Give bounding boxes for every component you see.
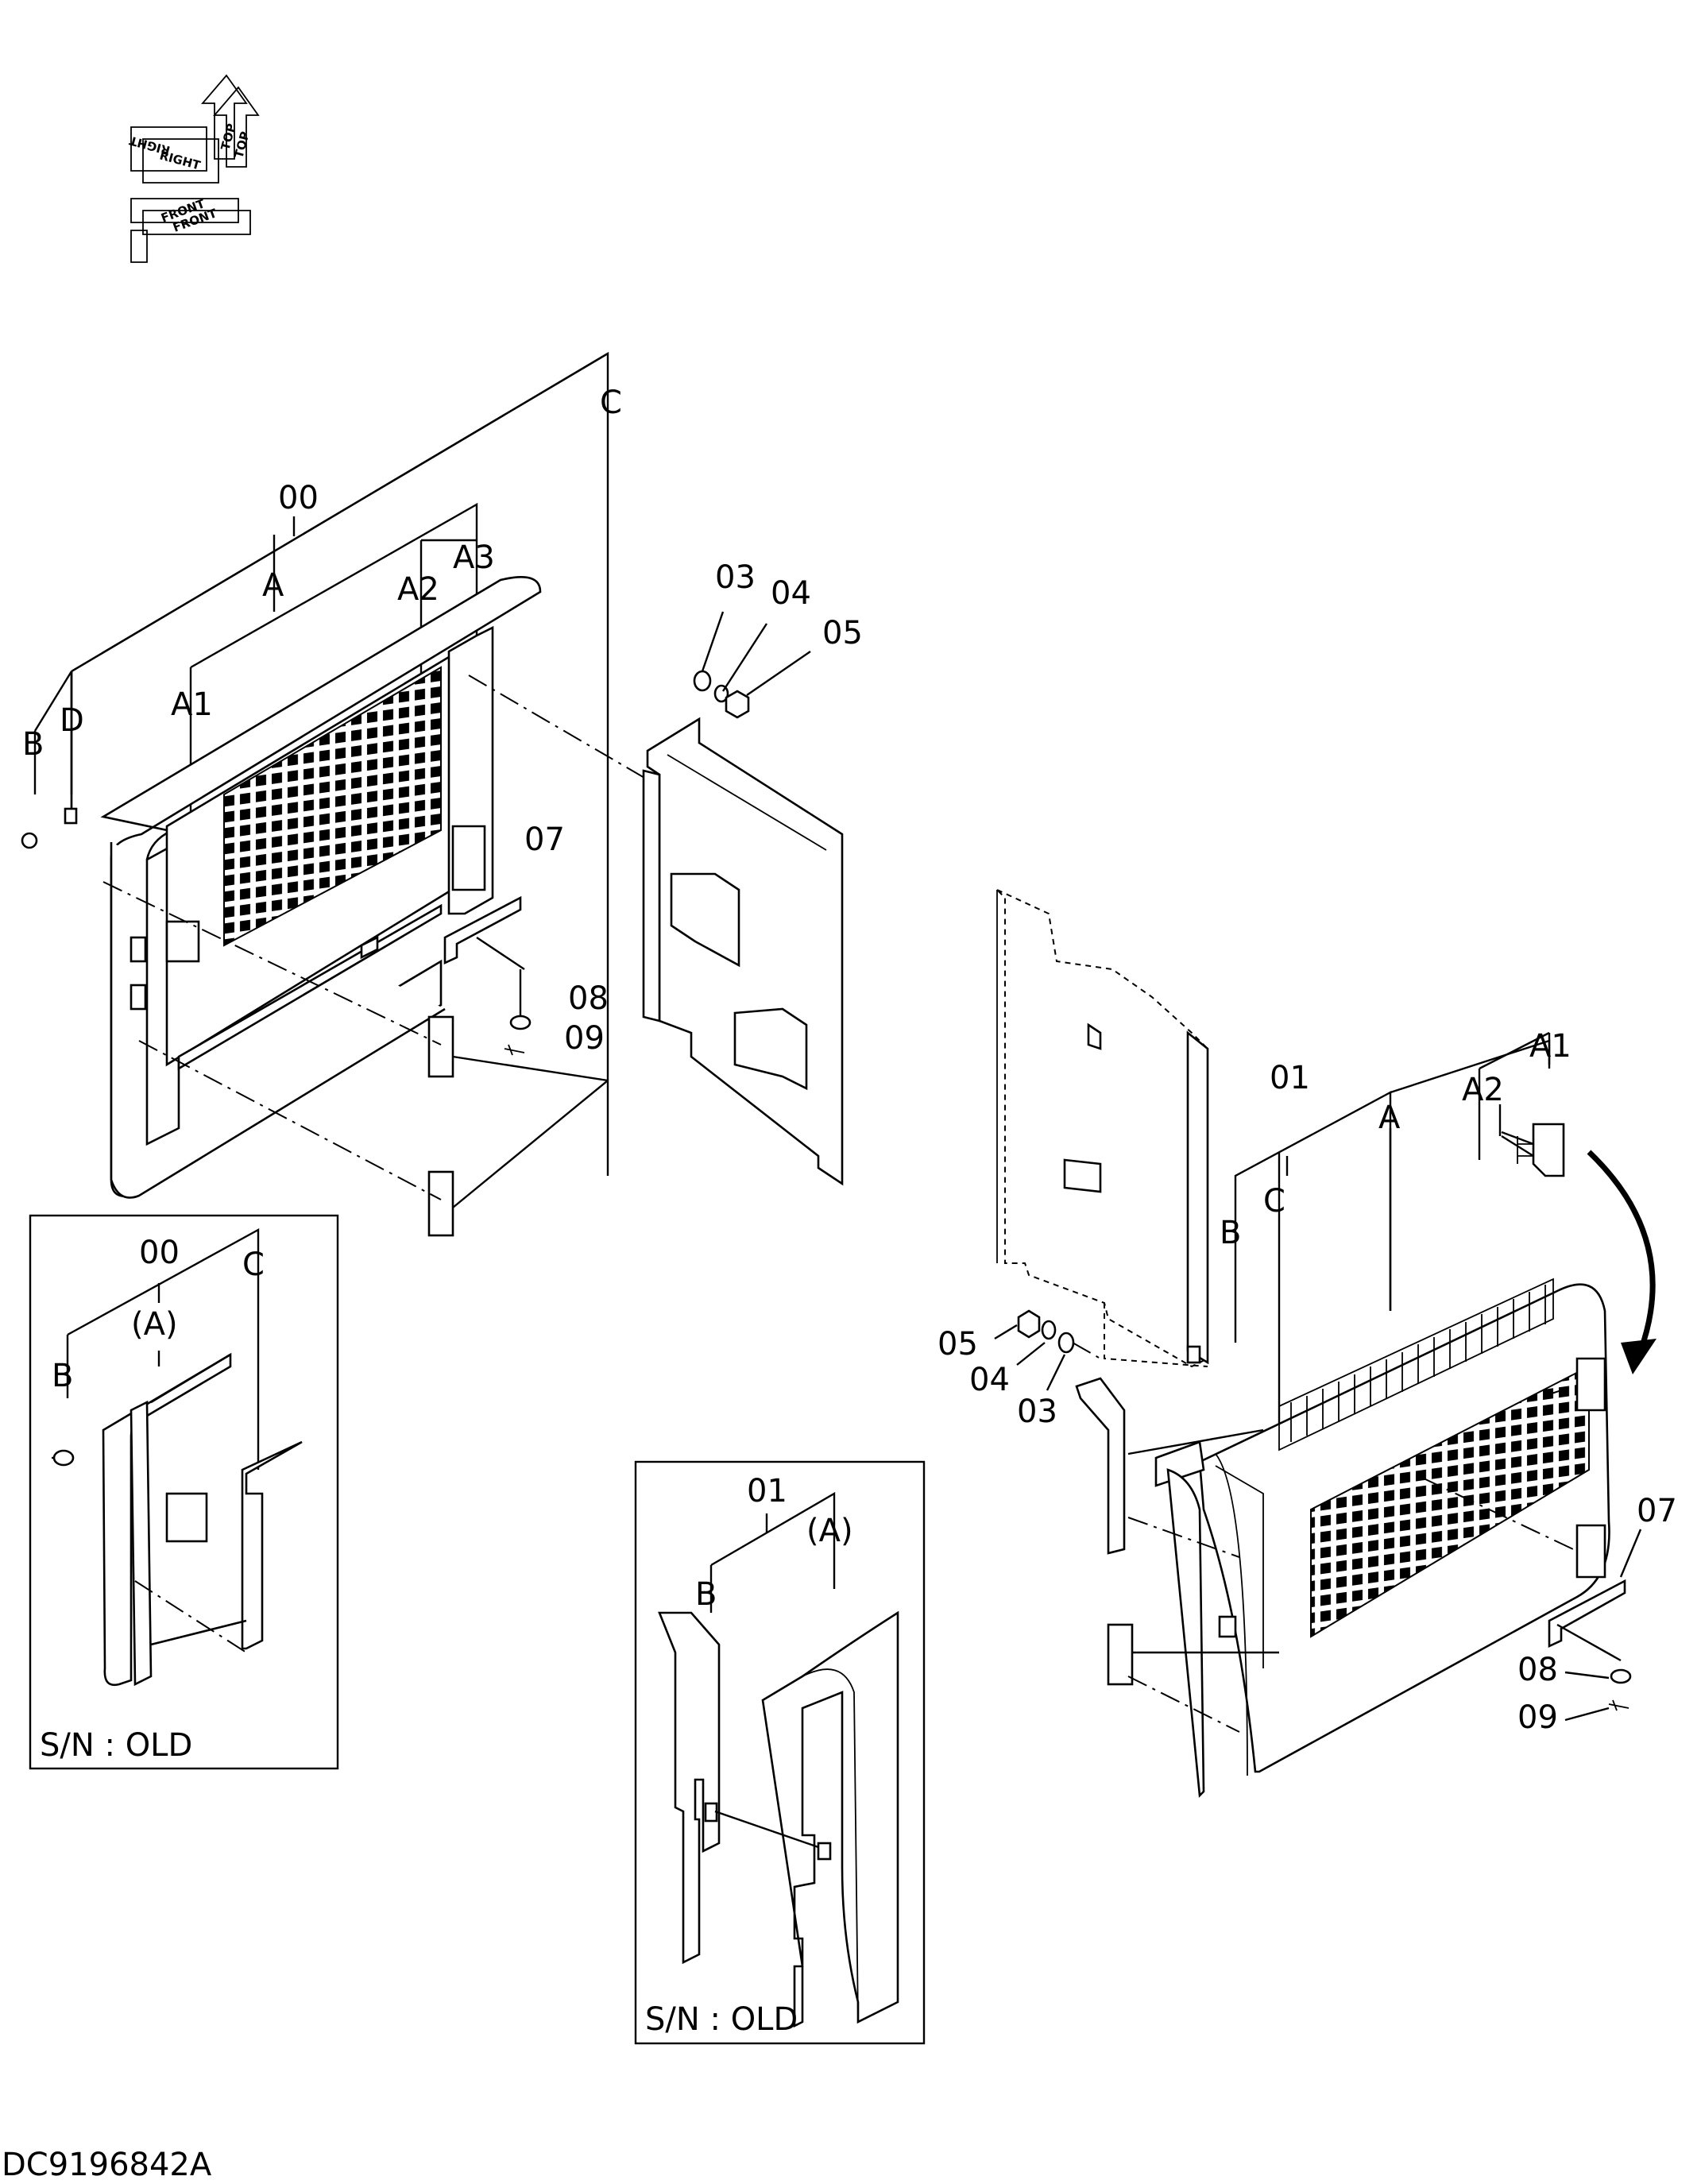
left-door-frame [100, 576, 542, 1199]
right-latch-a1 [1532, 1123, 1565, 1177]
inset-left-callout-c: C [242, 1247, 265, 1283]
left-callout-b: B [22, 726, 44, 763]
inset-left-callout-assy: 00 [139, 1235, 180, 1271]
left-callout-c: C [600, 385, 622, 421]
left-callout-03: 03 [715, 559, 756, 596]
right-callout-a2: A2 [1462, 1072, 1504, 1108]
right-callout-a1: A1 [1529, 1028, 1571, 1065]
right-callout-04: 04 [969, 1362, 1010, 1398]
inset-bottom-callout-b: B [695, 1576, 717, 1613]
left-callout-a1: A1 [171, 686, 213, 723]
inset-left-panel: 00 (A) B C S/N : OLD [29, 1214, 339, 1770]
left-callout-a2: A2 [397, 571, 439, 608]
inset-bottom-panel: 01 (A) B S/N : OLD [634, 1460, 926, 2045]
right-callout-c: C [1263, 1183, 1285, 1220]
left-hinge-nut [21, 832, 38, 849]
left-callout-lines [33, 351, 609, 1176]
right-rod-07 [1548, 1579, 1626, 1649]
right-assembly: 01 A A1 A2 B C 07 08 09 [1075, 1028, 1677, 1798]
left-callout-08: 08 [568, 980, 609, 1017]
left-nut-05 [725, 690, 750, 719]
right-bracket-plate: 05 04 03 [937, 889, 1209, 1430]
right-door-mesh [1310, 1365, 1590, 1638]
inset-left-serial: S/N : OLD [40, 1727, 192, 1764]
orientation-compass: TOP TOP RIGHT RIGHT FRONT FRONT [127, 74, 260, 263]
orientation-right-label-2: RIGHT [127, 133, 172, 157]
right-callout-09: 09 [1517, 1699, 1558, 1736]
right-callout-a: A [1378, 1100, 1401, 1136]
right-callout-05: 05 [937, 1326, 978, 1363]
left-door-mesh [223, 666, 442, 947]
inset-bottom-serial: S/N : OLD [645, 2001, 798, 2038]
left-callout-07: 07 [524, 821, 565, 858]
right-seal-lower [1107, 1623, 1134, 1686]
inset-left-callout-b: B [52, 1358, 73, 1394]
left-clip-d [64, 807, 78, 825]
left-callout-d: D [60, 702, 84, 739]
right-callout-b: B [1220, 1215, 1241, 1251]
left-callout-04: 04 [771, 575, 811, 612]
right-callout-03: 03 [1017, 1394, 1057, 1430]
left-callout-a3: A3 [453, 539, 495, 576]
left-bracket-plate: 03 04 05 [642, 559, 863, 1186]
left-rod-07 [443, 895, 522, 965]
right-nut-05 [1017, 1309, 1041, 1339]
right-seal-upper [1075, 1377, 1126, 1555]
right-washer-08 [1610, 1668, 1632, 1684]
left-pin-09 [504, 1044, 525, 1056]
left-seal-lower [427, 1170, 454, 1237]
drawing-code: DC9196842A [2, 2147, 212, 2183]
right-door-louvers [1278, 1278, 1554, 1451]
left-washer-03 [693, 670, 712, 692]
left-callout-09: 09 [564, 1020, 605, 1057]
right-pin-09 [1608, 1699, 1629, 1711]
swing-arrow [1587, 1150, 1656, 1352]
right-washer-03 [1057, 1332, 1075, 1354]
left-callout-a: A [262, 567, 284, 604]
right-callout-08: 08 [1517, 1652, 1558, 1688]
left-callout-05: 05 [822, 615, 863, 651]
left-callout-assy: 00 [278, 480, 319, 516]
right-lockwasher-04 [1041, 1320, 1057, 1340]
right-callout-07: 07 [1637, 1493, 1677, 1529]
inset-bottom-callout-assy: 01 [747, 1473, 787, 1509]
left-washer-08 [509, 1015, 532, 1030]
right-callout-assy: 01 [1270, 1060, 1310, 1096]
inset-left-pin [52, 1449, 75, 1467]
swing-arrowhead [1621, 1339, 1657, 1374]
inset-bottom-callout-a: (A) [806, 1513, 853, 1549]
inset-left-callout-a: (A) [131, 1306, 178, 1343]
right-door-body [1154, 1278, 1610, 1798]
left-assembly: 00 A A1 A2 A3 B C D 07 08 09 [21, 351, 660, 1237]
left-seal-upper [427, 1015, 454, 1078]
